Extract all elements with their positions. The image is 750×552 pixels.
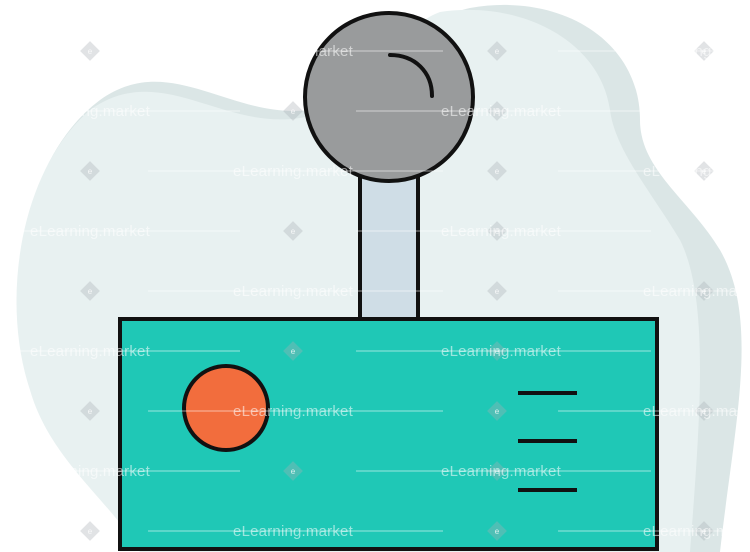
svg-text:e: e [88, 47, 93, 56]
watermark-badge-icon: e [487, 161, 507, 181]
watermark-text: eLearning.market [441, 463, 562, 480]
watermark-badge-icon: e [80, 41, 100, 61]
watermark-badge-icon: e [487, 521, 507, 541]
svg-text:e: e [495, 287, 500, 296]
svg-text:e: e [291, 347, 296, 356]
watermark-text: eLearning.market [643, 523, 750, 540]
watermark-badge-icon: e [80, 281, 100, 301]
watermark-text: eLearning.market [643, 283, 750, 300]
watermark-text: eLearning.market [441, 223, 562, 240]
watermark-badge-icon: e [283, 221, 303, 241]
svg-text:e: e [291, 107, 296, 116]
watermark-badge-icon: e [487, 401, 507, 421]
watermark-badge-icon: e [80, 161, 100, 181]
svg-text:e: e [88, 407, 93, 416]
watermark-layer: e e e eLearning.market eLearning.market e e e eL… [0, 41, 750, 541]
svg-text:e: e [88, 167, 93, 176]
watermark-text: eLearning.market [30, 343, 151, 360]
watermark-text: eLearning.market [30, 103, 151, 120]
watermark-badge-icon: e [80, 521, 100, 541]
watermark-badge-icon: e [487, 41, 507, 61]
watermark-badge-icon: e [283, 341, 303, 361]
watermark-text: eLearning.market [233, 283, 354, 300]
watermark-text: eLearning.market [30, 223, 151, 240]
watermark-badge-icon: e [283, 101, 303, 121]
watermark-text: eLearning.market [643, 43, 750, 60]
knob-highlight-arc [388, 53, 434, 98]
joystick-button-icon [182, 364, 270, 452]
svg-text:e: e [291, 227, 296, 236]
watermark-text: eLearning.market [30, 463, 151, 480]
watermark-text: eLearning.market [233, 43, 354, 60]
watermark-badge-icon: e [487, 281, 507, 301]
svg-text:e: e [291, 467, 296, 476]
svg-text:e: e [495, 47, 500, 56]
watermark-text: eLearning.market [233, 163, 354, 180]
watermark-badge-icon: e [80, 401, 100, 421]
svg-text:e: e [495, 527, 500, 536]
watermark-badge-icon: e [283, 461, 303, 481]
svg-text:e: e [88, 527, 93, 536]
svg-text:e: e [495, 167, 500, 176]
joystick-knob [303, 11, 475, 183]
watermark-text: eLearning.market [441, 343, 562, 360]
joystick-stick [358, 168, 420, 324]
svg-text:e: e [88, 287, 93, 296]
svg-text:e: e [495, 407, 500, 416]
watermark-text: eLearning.market [441, 103, 562, 120]
watermark-text: eLearning.market [233, 523, 354, 540]
watermark-text: eLearning.market [233, 403, 354, 420]
watermark-text: eLearning.market [643, 403, 750, 420]
watermark-text: eLearning.market [643, 163, 750, 180]
